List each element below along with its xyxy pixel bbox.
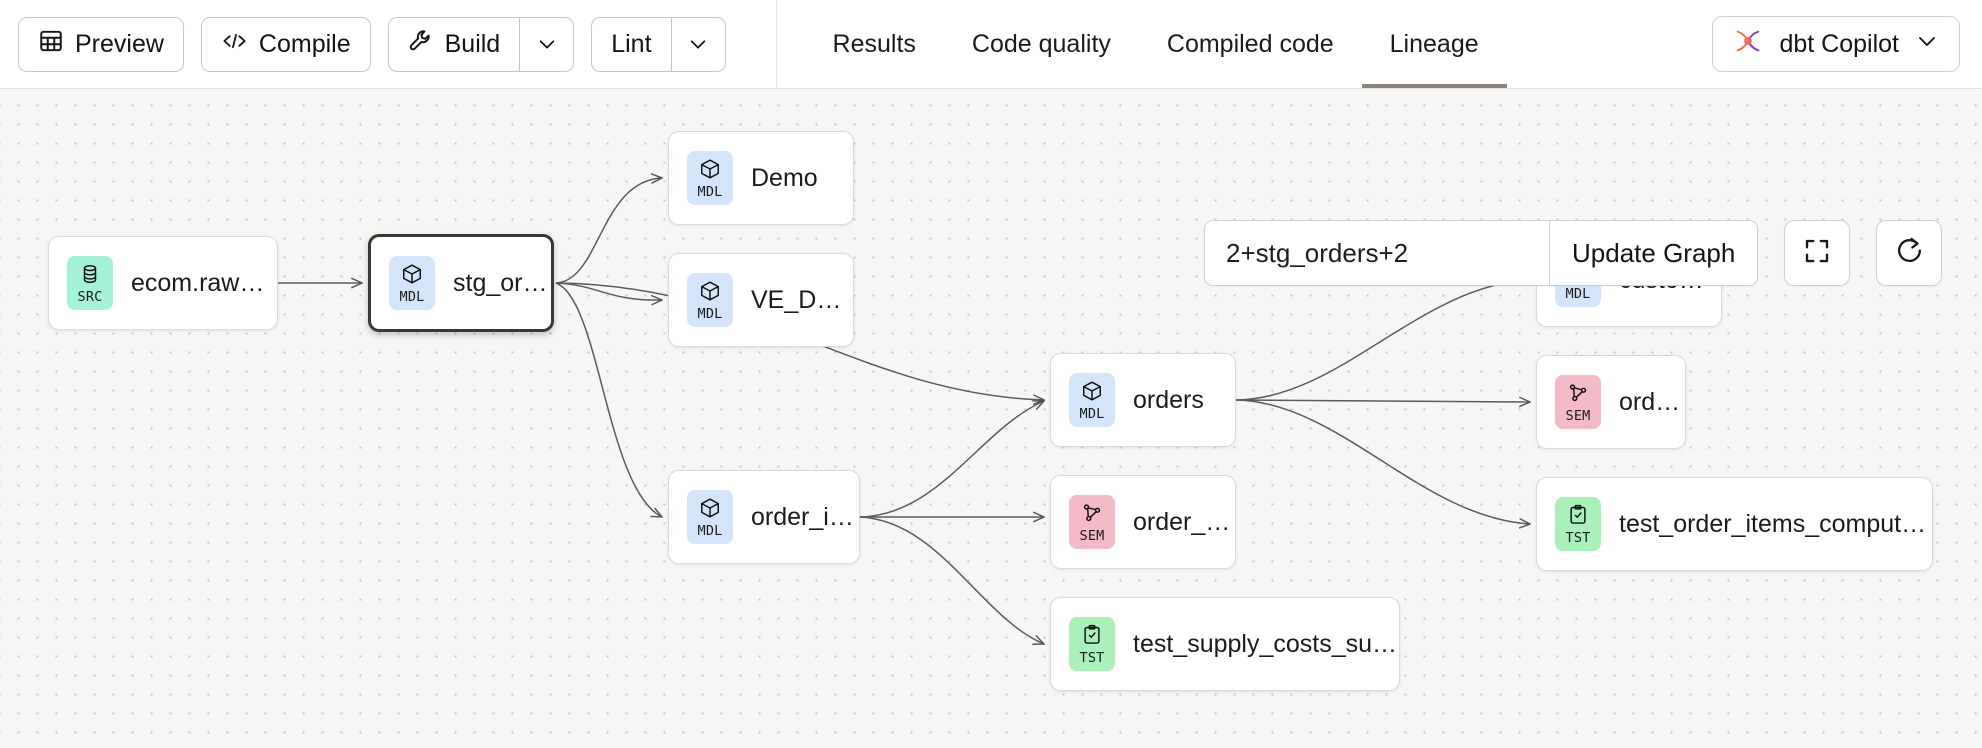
update-graph-button[interactable]: Update Graph: [1549, 221, 1758, 285]
preview-button[interactable]: Preview: [18, 16, 184, 72]
lint-button-label: Lint: [611, 29, 652, 58]
lineage-node-test_supply[interactable]: TST test_supply_costs_sum_correctly: [1050, 597, 1400, 691]
edge-stg-to-orderitems: [555, 282, 662, 517]
editor-toolbar: Preview Compile Build: [0, 0, 726, 88]
node-type-label: SEM: [1565, 407, 1591, 424]
node-type-label: TST: [1079, 649, 1105, 666]
node-type-badge-tst: TST: [1069, 617, 1115, 671]
lineage-node-order_item_sem[interactable]: SEM order_item: [1050, 475, 1236, 569]
tab-lineage[interactable]: Lineage: [1361, 0, 1507, 88]
lineage-node-demo[interactable]: MDL Demo: [668, 131, 854, 225]
node-label: VE_Demo: [751, 285, 853, 314]
lineage-node-test_order_items[interactable]: TST test_order_items_compute_to_bools_c…: [1536, 477, 1933, 571]
chevron-down-icon: [536, 33, 558, 55]
node-type-label: TST: [1565, 529, 1591, 546]
build-button-label: Build: [444, 29, 501, 58]
dbt-copilot-icon: [1733, 26, 1763, 63]
dbt-copilot-label: dbt Copilot: [1779, 29, 1899, 58]
build-split-button: Build: [387, 16, 575, 72]
wrench-icon: [408, 28, 434, 61]
node-type-badge-src: SRC: [67, 256, 113, 310]
lineage-node-stg_orders[interactable]: MDL stg_orders: [368, 234, 554, 332]
build-button[interactable]: Build: [387, 16, 520, 72]
edge-orders-to-testorderitems: [1235, 399, 1530, 524]
clipboard-check-icon: [1081, 624, 1103, 651]
node-type-label: MDL: [399, 288, 425, 305]
copilot-area: dbt Copilot: [1712, 16, 1982, 72]
node-type-badge-sem: SEM: [1555, 375, 1601, 429]
lineage-canvas[interactable]: Update Graph: [0, 89, 1982, 748]
node-label: ecom.raw_orders: [131, 268, 277, 297]
node-label: order_item: [1133, 507, 1235, 536]
fullscreen-icon: [1802, 236, 1832, 271]
node-type-badge-mdl: MDL: [687, 151, 733, 205]
node-label: orders: [1133, 385, 1204, 414]
node-label: orders: [1619, 387, 1685, 416]
code-icon: [221, 29, 248, 60]
preview-button-label: Preview: [75, 29, 164, 58]
node-type-label: MDL: [1079, 405, 1105, 422]
lineage-node-order_items[interactable]: MDL order_items: [668, 470, 860, 564]
node-type-badge-mdl: MDL: [1069, 373, 1115, 427]
refresh-graph-button[interactable]: [1876, 220, 1943, 286]
cube-icon: [699, 158, 721, 185]
chevron-down-icon: [687, 33, 709, 55]
compile-button[interactable]: Compile: [200, 16, 371, 72]
lineage-node-ecom_raw_orders[interactable]: SRC ecom.raw_orders: [48, 236, 278, 330]
graph-controls: Update Graph: [1204, 220, 1943, 286]
node-type-badge-tst: TST: [1555, 497, 1601, 551]
cube-icon: [699, 497, 721, 524]
edge-orders-to-customers: [1235, 280, 1530, 401]
tab-results[interactable]: Results: [832, 29, 916, 58]
node-label: order_items: [751, 502, 859, 531]
node-label: Demo: [751, 163, 818, 192]
node-type-label: MDL: [697, 305, 723, 322]
node-type-label: SEM: [1079, 527, 1105, 544]
refresh-icon: [1894, 235, 1925, 271]
lint-button[interactable]: Lint: [591, 16, 671, 72]
node-type-badge-sem: SEM: [1069, 495, 1115, 549]
node-type-badge-mdl: MDL: [687, 490, 733, 544]
node-type-label: SRC: [77, 288, 103, 305]
lint-split-button: Lint: [591, 16, 726, 72]
result-pane-tabs: Results Code quality Compiled code Linea…: [775, 0, 1507, 88]
compile-button-label: Compile: [258, 29, 351, 58]
node-label: test_supply_costs_sum_correctly: [1133, 629, 1399, 658]
edge-stg-to-demo: [555, 178, 662, 284]
node-label: test_order_items_compute_to_bools_c…: [1619, 509, 1932, 538]
semantic-graph-icon: [1567, 382, 1589, 409]
edge-orderitems-to-orders: [859, 401, 1044, 518]
edge-orders-to-orderssem: [1235, 400, 1530, 402]
lineage-node-orders_sem[interactable]: SEM orders: [1536, 355, 1686, 449]
tab-compiled-code[interactable]: Compiled code: [1166, 29, 1334, 58]
graph-selector-input[interactable]: [1205, 221, 1549, 285]
cube-icon: [401, 263, 423, 290]
clipboard-check-icon: [1567, 504, 1589, 531]
app-header: Preview Compile Build: [0, 0, 1982, 89]
graph-selector-group: Update Graph: [1204, 220, 1759, 286]
table-icon: [38, 28, 64, 61]
lineage-node-ve_demo[interactable]: MDL VE_Demo: [668, 253, 854, 347]
lineage-node-orders_mdl[interactable]: MDL orders: [1050, 353, 1236, 447]
dbt-copilot-button[interactable]: dbt Copilot: [1712, 16, 1960, 72]
edge-orderitems-to-testsupply: [859, 516, 1044, 644]
node-type-label: MDL: [1565, 285, 1591, 302]
node-label: stg_orders: [453, 268, 551, 297]
tab-code-quality[interactable]: Code quality: [971, 29, 1111, 58]
node-type-label: MDL: [697, 183, 723, 200]
cube-icon: [1081, 380, 1103, 407]
build-dropdown-toggle[interactable]: [519, 16, 575, 72]
node-type-badge-mdl: MDL: [389, 256, 435, 310]
chevron-down-icon: [1915, 29, 1939, 60]
node-type-badge-mdl: MDL: [687, 273, 733, 327]
node-type-label: MDL: [697, 522, 723, 539]
semantic-graph-icon: [1081, 502, 1103, 529]
lint-dropdown-toggle[interactable]: [670, 16, 726, 72]
fit-view-button[interactable]: [1784, 220, 1851, 286]
edge-stg-to-vedemo: [555, 282, 662, 300]
database-icon: [79, 263, 101, 290]
cube-icon: [699, 280, 721, 307]
